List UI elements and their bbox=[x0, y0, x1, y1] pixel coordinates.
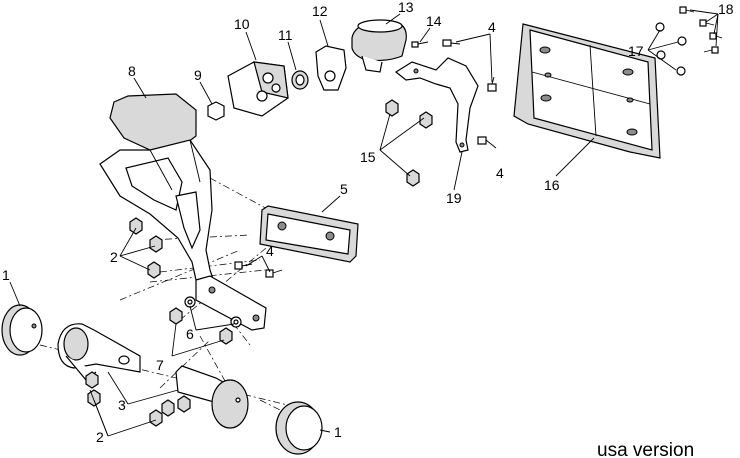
reflector-part-5 bbox=[259, 205, 359, 263]
bolts-part-4-upper bbox=[442, 39, 497, 149]
callout-18: 18 bbox=[718, 1, 734, 17]
callout-9: 9 bbox=[194, 67, 202, 83]
callout-4-right: 4 bbox=[496, 165, 504, 181]
ring-part-11 bbox=[291, 70, 309, 90]
callout-12: 12 bbox=[312, 3, 328, 19]
callout-17: 17 bbox=[628, 43, 644, 59]
mounting-plate bbox=[195, 275, 267, 331]
callout-4-top: 4 bbox=[488, 19, 496, 35]
license-plate-part-16 bbox=[513, 23, 661, 159]
nuts-part-15 bbox=[385, 99, 433, 187]
nuts-part-2-upper bbox=[129, 217, 163, 279]
callout-1-bottom: 1 bbox=[334, 424, 342, 440]
cap-part-1-left bbox=[1, 304, 43, 356]
nuts-part-2-lower bbox=[85, 371, 191, 427]
callout-16: 16 bbox=[544, 177, 560, 193]
version-caption: usa version bbox=[597, 440, 694, 458]
washers-part-6-7 bbox=[169, 296, 242, 345]
bolts-part-4-center bbox=[234, 261, 283, 278]
bracket-part-12 bbox=[315, 45, 347, 91]
callout-5: 5 bbox=[340, 181, 348, 197]
block-part-9 bbox=[207, 101, 225, 121]
callout-19: 19 bbox=[446, 190, 462, 206]
callout-numbers: 1 1 2 2 3 4 4 4 5 6 7 8 9 10 11 12 13 14… bbox=[2, 0, 734, 445]
callout-14: 14 bbox=[426, 13, 442, 29]
cap-part-1-right bbox=[275, 401, 323, 455]
callout-6: 6 bbox=[186, 326, 194, 342]
light-housing-part-10 bbox=[227, 61, 289, 117]
callout-2-mid: 2 bbox=[110, 249, 118, 265]
cover-part-13 bbox=[351, 19, 407, 73]
callout-8: 8 bbox=[128, 63, 136, 79]
callout-leaders bbox=[9, 9, 719, 437]
bracket-part-19 bbox=[394, 57, 479, 153]
screw-part-14 bbox=[411, 41, 429, 48]
callout-10: 10 bbox=[234, 16, 250, 32]
screws-washers-part-17-18 bbox=[655, 6, 723, 76]
bracket-part-3-left bbox=[57, 323, 141, 381]
bracket-part-3-right bbox=[175, 365, 249, 429]
callout-2-bottom: 2 bbox=[96, 429, 104, 445]
license-support-part-8 bbox=[99, 93, 247, 301]
callout-3: 3 bbox=[118, 397, 126, 413]
callout-11: 11 bbox=[278, 27, 293, 43]
callout-1-top: 1 bbox=[2, 267, 10, 283]
callout-4-center: 4 bbox=[266, 243, 274, 259]
callout-15: 15 bbox=[360, 149, 376, 165]
callout-7: 7 bbox=[156, 357, 164, 373]
callout-13: 13 bbox=[398, 0, 414, 15]
